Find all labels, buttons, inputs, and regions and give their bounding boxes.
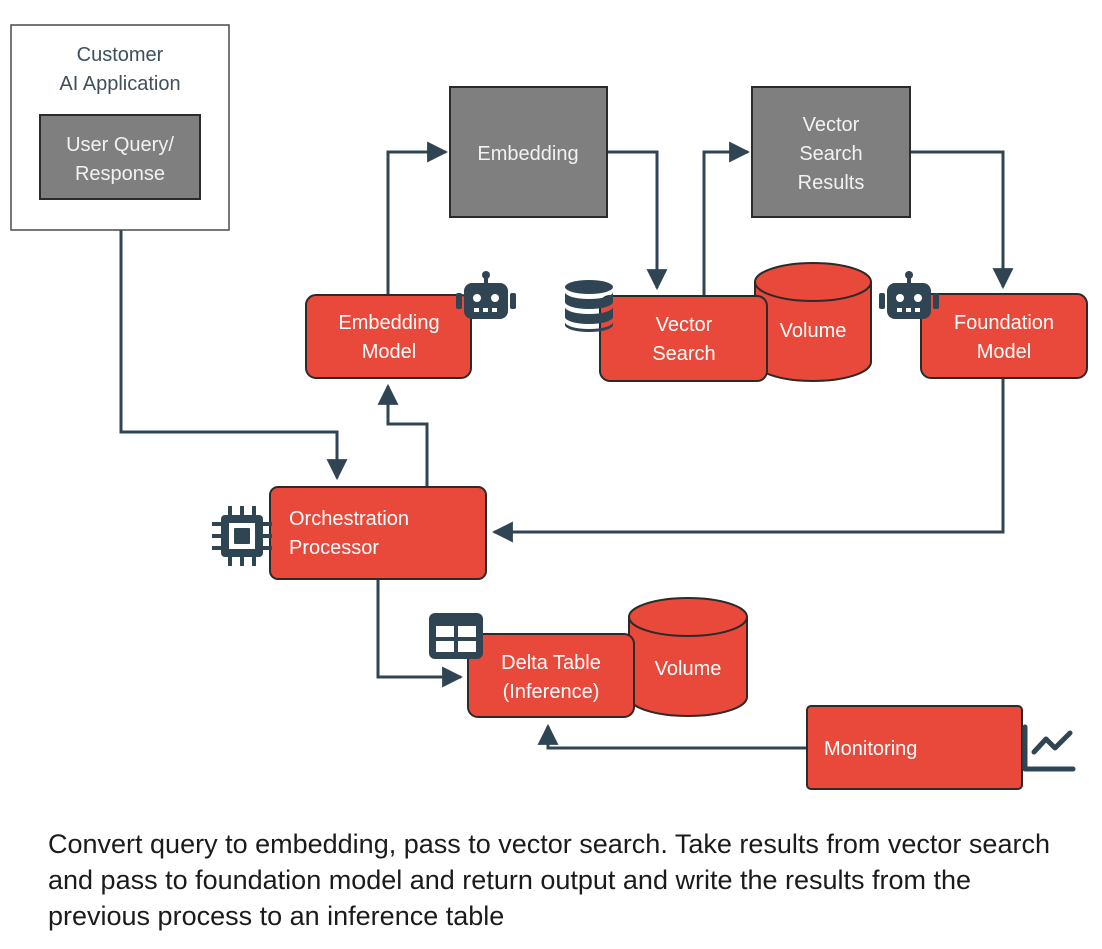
volume-top-cylinder: Volume — [754, 262, 872, 382]
orchestration-label-line2: Processor — [289, 537, 379, 559]
delta-table-label-line1: Delta Table — [501, 652, 601, 674]
volume-bottom-label: Volume — [655, 658, 722, 680]
embedding-box: Embedding — [449, 86, 608, 218]
delta-table-label-line2: (Inference) — [503, 681, 600, 703]
arrow-orchestration-to-delta-table — [376, 580, 464, 688]
database-icon — [565, 280, 613, 332]
arrow-foundation-model-to-orchestration — [491, 379, 1005, 543]
volume-top-label: Volume — [780, 320, 847, 342]
arrow-vector-search-to-results — [702, 141, 751, 295]
embedding-label: Embedding — [477, 143, 578, 165]
user-query-label-line2: Response — [75, 163, 165, 185]
vector-search-box: Vector Search — [599, 295, 768, 382]
app-title-line1: Customer — [77, 44, 164, 66]
app-title-line2: AI Application — [59, 73, 180, 95]
embedding-model-label-line1: Embedding — [338, 312, 439, 334]
orchestration-label-line1: Orchestration — [289, 508, 409, 530]
arrow-app-to-orchestration — [110, 202, 348, 481]
results-label-line2: Search — [799, 143, 862, 165]
results-label-line1: Vector — [803, 114, 860, 136]
embedding-model-box: Embedding Model — [305, 294, 472, 379]
arrow-embedding-model-to-embedding — [386, 141, 449, 295]
arrow-embedding-to-vector-search — [607, 150, 668, 291]
arrow-orchestration-to-embedding-model — [377, 383, 429, 486]
diagram-caption: Convert query to embedding, pass to vect… — [48, 829, 1050, 931]
line-chart-icon — [1022, 724, 1076, 772]
cpu-chip-icon — [212, 506, 272, 566]
user-query-box — [39, 114, 201, 200]
arrow-monitoring-to-delta-table — [537, 723, 807, 750]
customer-ai-application: Customer AI Application User Query/ Resp… — [10, 24, 230, 231]
delta-table-box: Delta Table (Inference) — [467, 633, 635, 718]
foundation-model-label-line2: Model — [977, 341, 1031, 363]
vector-search-label-line2: Search — [652, 343, 715, 365]
foundation-model-box: Foundation Model — [920, 293, 1088, 379]
user-query-label-line1: User Query/ — [66, 134, 174, 156]
embedding-model-label-line2: Model — [362, 341, 416, 363]
foundation-model-label-line1: Foundation — [954, 312, 1054, 334]
results-label-line3: Results — [798, 172, 865, 194]
vector-search-results-box: Vector Search Results — [751, 86, 911, 218]
arrow-results-to-foundation-model — [910, 150, 1014, 290]
vector-search-label-line1: Vector — [656, 314, 713, 336]
table-icon — [429, 613, 483, 659]
volume-bottom-cylinder: Volume — [628, 597, 748, 717]
monitoring-label: Monitoring — [824, 738, 917, 760]
robot-icon — [456, 271, 516, 319]
connectors — [110, 141, 1014, 750]
orchestration-processor-box: Orchestration Processor — [269, 486, 487, 580]
monitoring-box: Monitoring — [806, 705, 1023, 790]
robot-icon — [879, 271, 939, 319]
